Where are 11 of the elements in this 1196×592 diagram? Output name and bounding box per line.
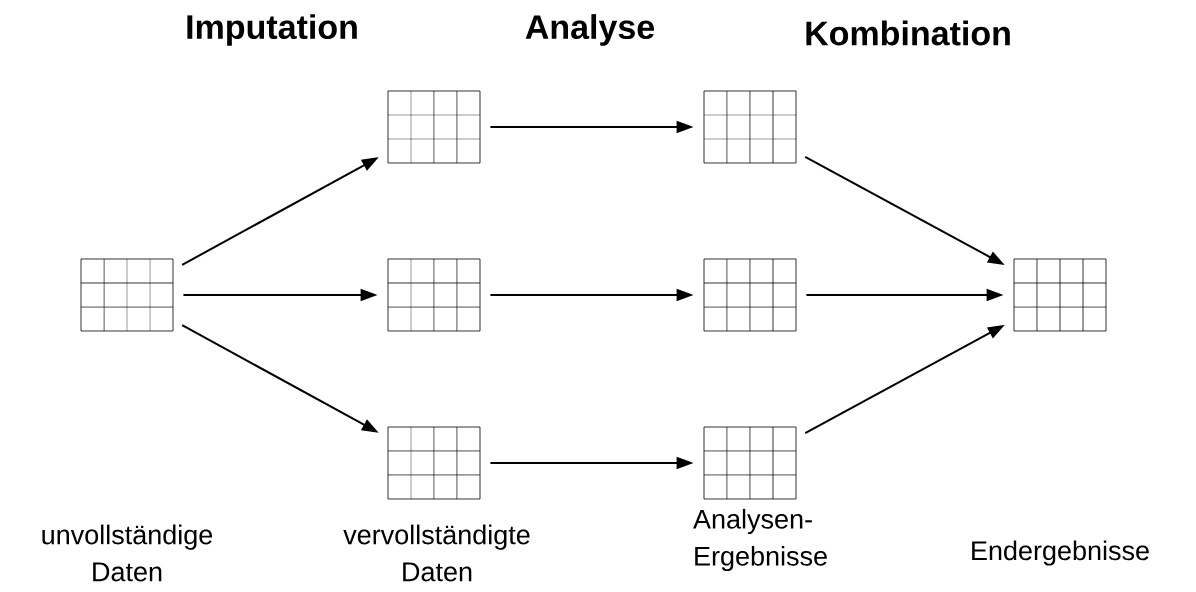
data-table-icon [703, 90, 797, 164]
column-caption: Endergebnisse [972, 540, 1149, 566]
data-table-icon [387, 258, 481, 332]
column-caption: unvollständige Daten [42, 524, 213, 582]
data-table-icon [703, 258, 797, 332]
step-heading: Analyse [525, 14, 655, 46]
data-table-icon [1013, 258, 1107, 332]
data-table-icon [80, 258, 174, 332]
data-table-icon [387, 426, 481, 500]
data-table-icon [387, 90, 481, 164]
data-table-icon [703, 426, 797, 500]
